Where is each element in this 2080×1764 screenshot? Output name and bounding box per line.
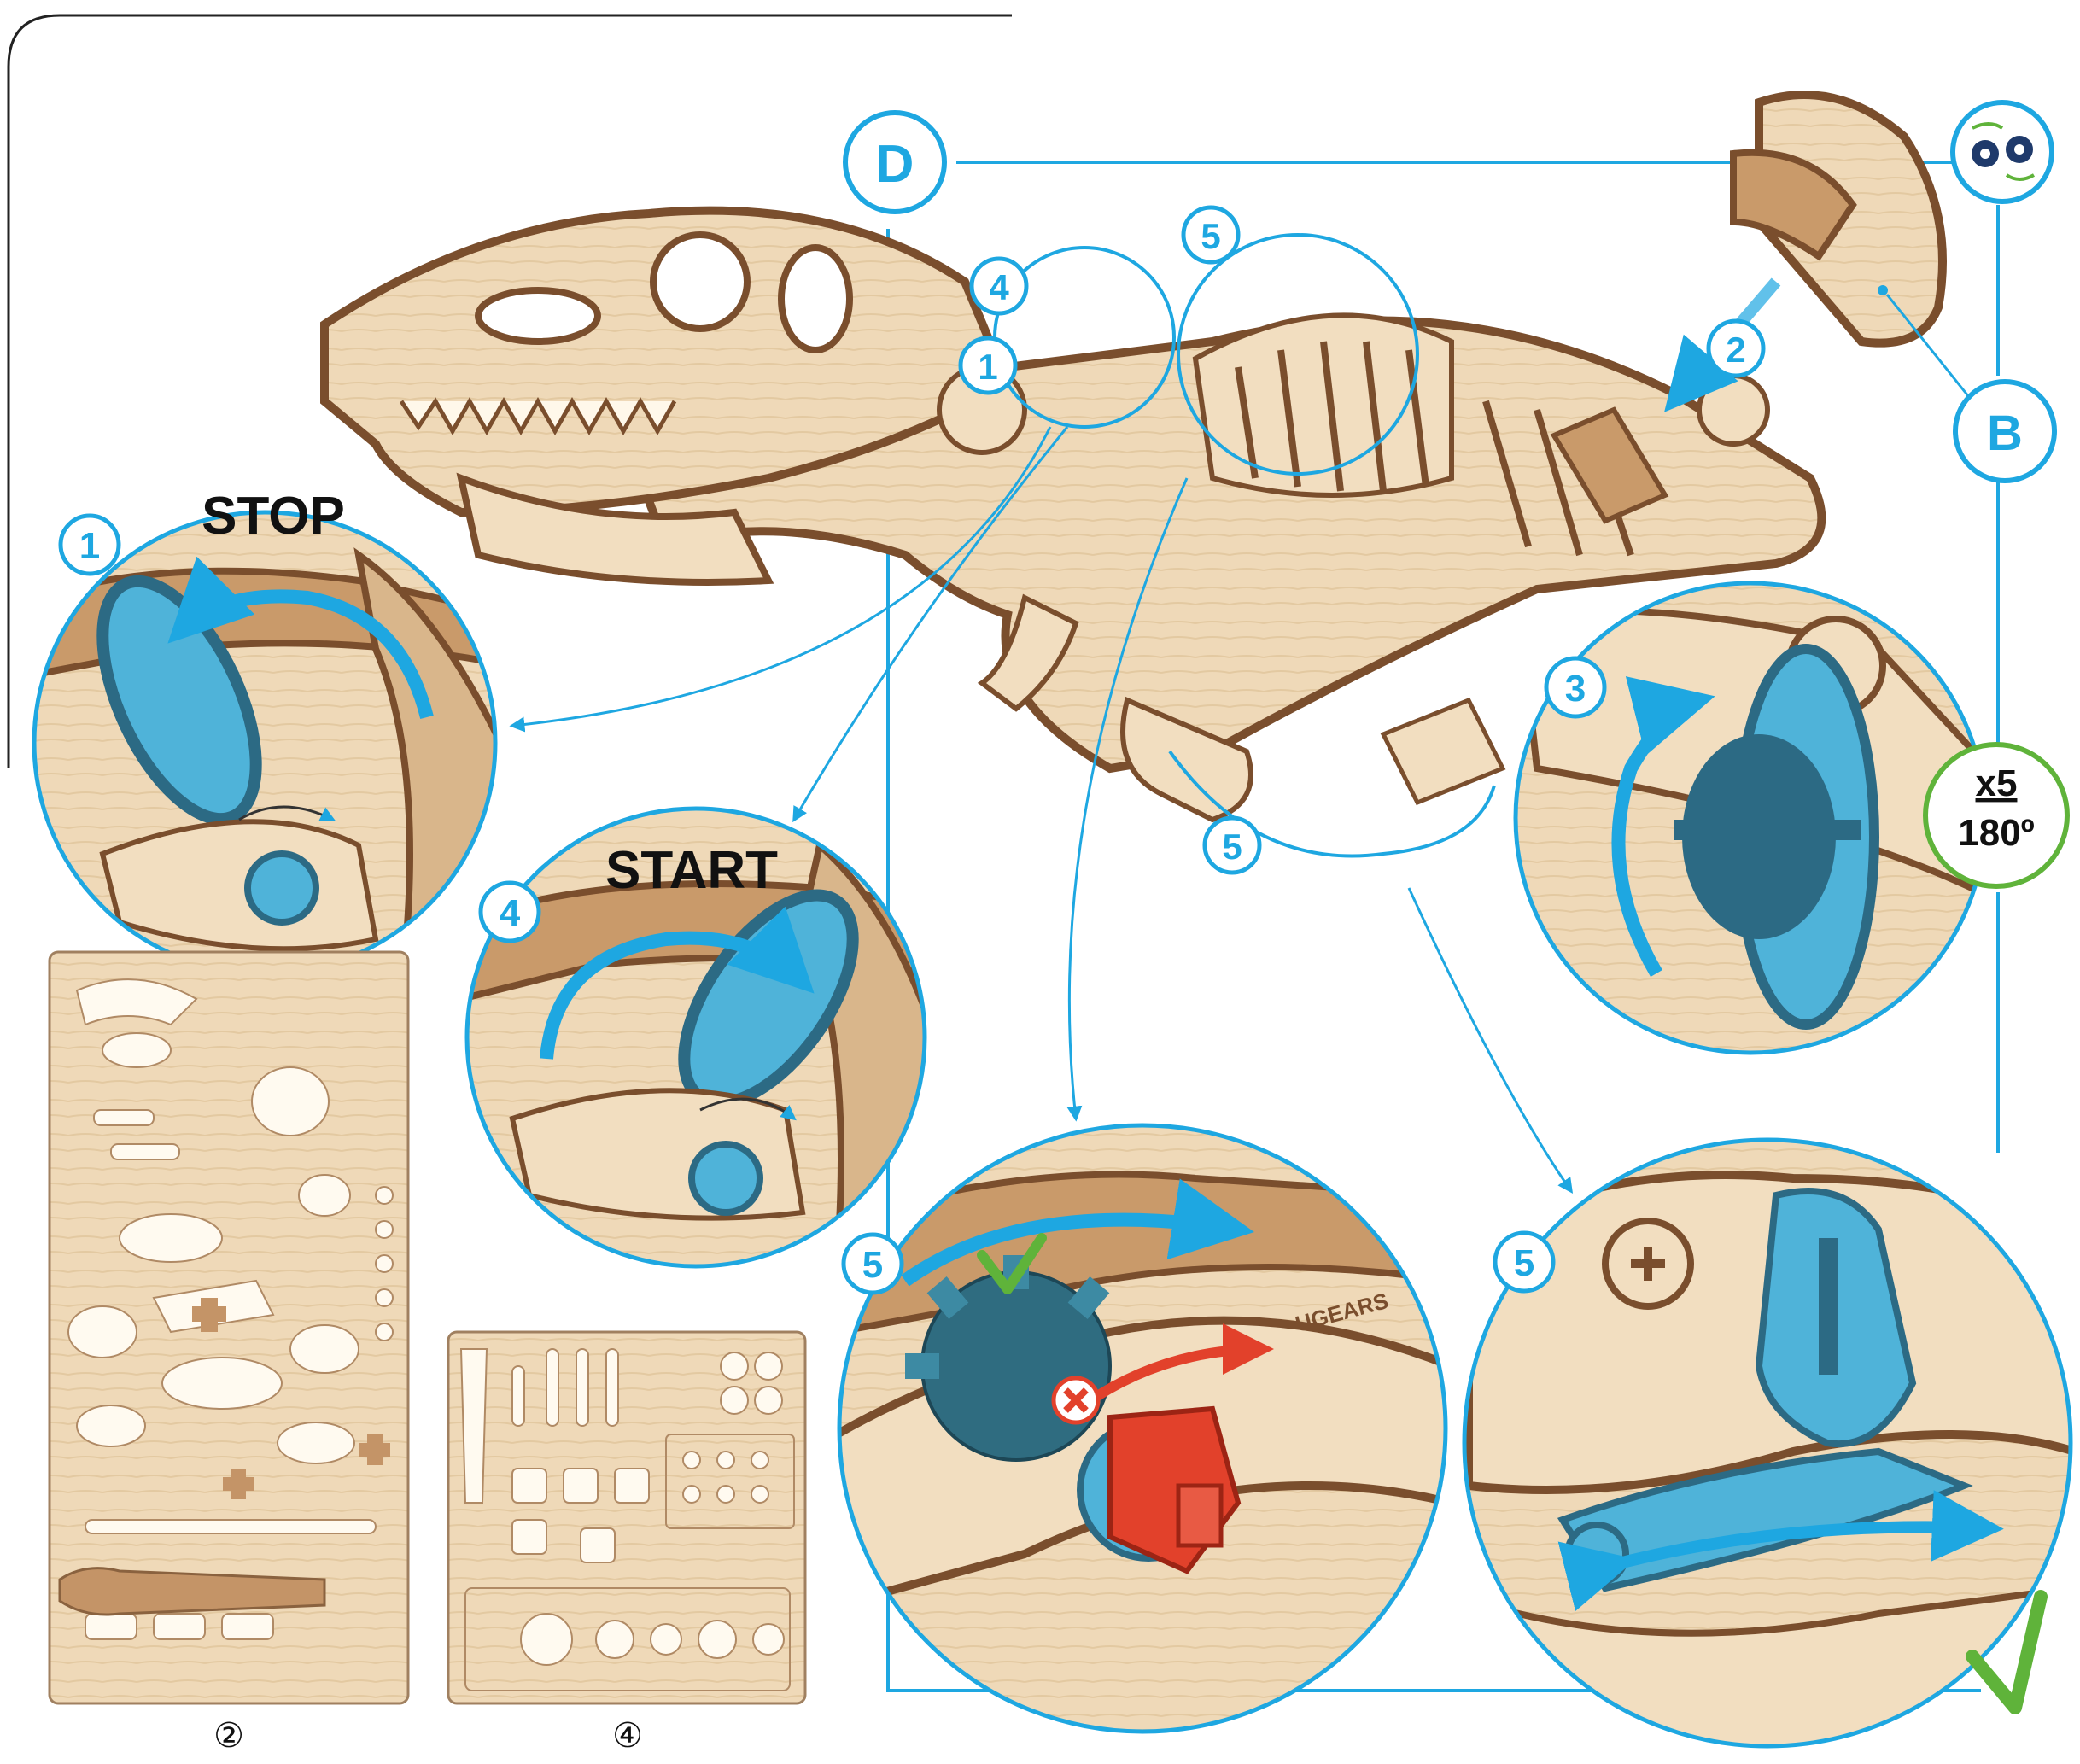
step3-number-badge: 3 bbox=[1546, 658, 1604, 716]
repeat-count: x5 bbox=[1976, 762, 2018, 804]
sheet-2 bbox=[50, 952, 408, 1703]
svg-text:D: D bbox=[876, 135, 914, 194]
stop-number-badge: 1 bbox=[61, 516, 119, 574]
svg-text:④: ④ bbox=[612, 1716, 643, 1755]
sheet-4-number: ④ bbox=[612, 1716, 643, 1755]
marker-arrow-2: 2 bbox=[1709, 321, 1763, 376]
cross-icon bbox=[1054, 1378, 1098, 1422]
gear-number: 5 bbox=[862, 1244, 883, 1286]
marker-letter-b: B bbox=[1955, 382, 2054, 481]
gear-detail: UGEARS bbox=[837, 1119, 1452, 1733]
marker-head-1: 1 bbox=[961, 338, 1015, 393]
svg-text:2: 2 bbox=[1726, 330, 1745, 370]
stop-label: STOP bbox=[202, 487, 345, 546]
repeat-angle: 180º bbox=[1958, 812, 2034, 854]
svg-text:B: B bbox=[1987, 406, 2023, 461]
svg-text:1: 1 bbox=[978, 347, 997, 387]
gear-number-badge: 5 bbox=[844, 1235, 902, 1293]
svg-text:4: 4 bbox=[989, 267, 1009, 307]
start-label: START bbox=[605, 841, 778, 900]
part-b bbox=[1733, 95, 1943, 343]
sheet-4 bbox=[448, 1332, 805, 1703]
gear-rotation-icon bbox=[1953, 102, 2052, 202]
svg-text:5: 5 bbox=[1222, 827, 1242, 867]
marker-letter-d: D bbox=[845, 113, 944, 212]
svg-text:②: ② bbox=[213, 1716, 244, 1755]
stop-detail bbox=[34, 512, 512, 990]
step3-detail bbox=[1511, 581, 1989, 1059]
marker-head-4: 4 bbox=[972, 259, 1026, 313]
start-number: 4 bbox=[500, 892, 521, 934]
jaw-number-badge: 5 bbox=[1495, 1233, 1553, 1291]
svg-text:5: 5 bbox=[1201, 216, 1220, 256]
stop-number: 1 bbox=[79, 525, 100, 567]
repeat-badge: x5 180º bbox=[1925, 745, 2067, 886]
sheet-2-number: ② bbox=[213, 1716, 244, 1755]
marker-body-5-top: 5 bbox=[1183, 207, 1238, 262]
marker-body-5-bottom: 5 bbox=[1205, 818, 1259, 873]
start-number-badge: 4 bbox=[481, 883, 539, 941]
jaw-number: 5 bbox=[1514, 1242, 1534, 1284]
step3-number: 3 bbox=[1565, 668, 1586, 710]
